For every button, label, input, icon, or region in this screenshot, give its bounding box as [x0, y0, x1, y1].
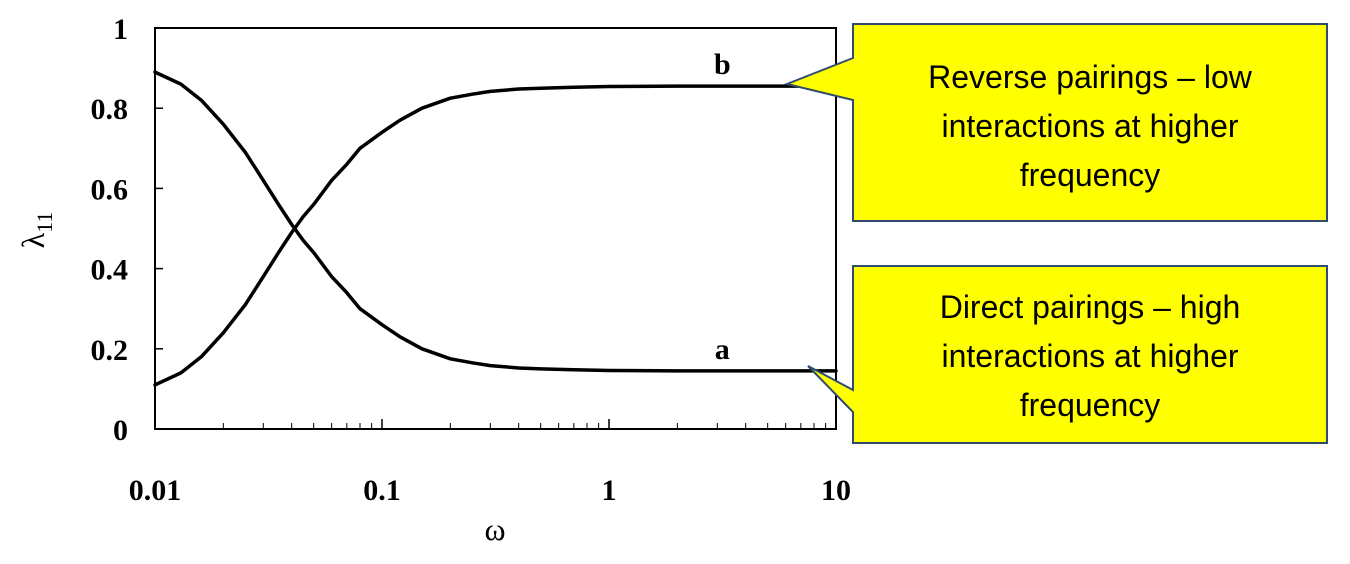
callout-reverse-line-2: interactions at higher [941, 108, 1238, 144]
y-tick-label: 0 [113, 414, 128, 447]
x-tick-label: 0.01 [129, 474, 182, 507]
y-axis-title-main: λ [15, 232, 51, 248]
y-ticks: 0 0.2 0.4 0.6 0.8 1 [91, 13, 163, 447]
callout-reverse-pairings-shape [783, 23, 1328, 222]
series-label-layer: ab [714, 48, 731, 366]
callout-direct-pairings: Direct pairings – high interactions at h… [807, 265, 1328, 444]
y-tick-label: 1 [113, 13, 128, 46]
y-axis-title: λ11 [15, 212, 57, 249]
y-tick-label: 0.2 [91, 334, 129, 367]
y-tick-label: 0.8 [91, 93, 129, 126]
callout-direct-line-2: interactions at higher [941, 338, 1238, 374]
callout-direct-line-3: frequency [1020, 387, 1161, 423]
x-tick-label: 0.1 [363, 474, 401, 507]
series-line-b [153, 84, 838, 387]
y-axis-title-sub: 11 [32, 212, 57, 233]
series-label-a: a [715, 333, 730, 366]
y-tick-label: 0.6 [91, 173, 129, 206]
series-layer [153, 70, 838, 387]
callout-reverse-line-3: frequency [1020, 157, 1161, 193]
callout-direct-line-1: Direct pairings – high [940, 289, 1241, 325]
minor-ticks [222, 423, 827, 429]
x-ticks: 0.01 0.1 1 10 [129, 419, 851, 507]
plot-frame [154, 27, 837, 430]
callout-reverse-line-1: Reverse pairings – low [928, 59, 1253, 95]
x-tick-label: 1 [602, 474, 617, 507]
y-tick-label: 0.4 [91, 254, 129, 287]
series-line-a [153, 70, 838, 373]
callout-reverse-pairings: Reverse pairings – low interactions at h… [783, 23, 1328, 222]
x-tick-label: 10 [821, 474, 851, 507]
callout-direct-pairings-shape [807, 265, 1328, 444]
series-label-b: b [714, 48, 731, 81]
x-axis-title: ω [484, 511, 505, 547]
